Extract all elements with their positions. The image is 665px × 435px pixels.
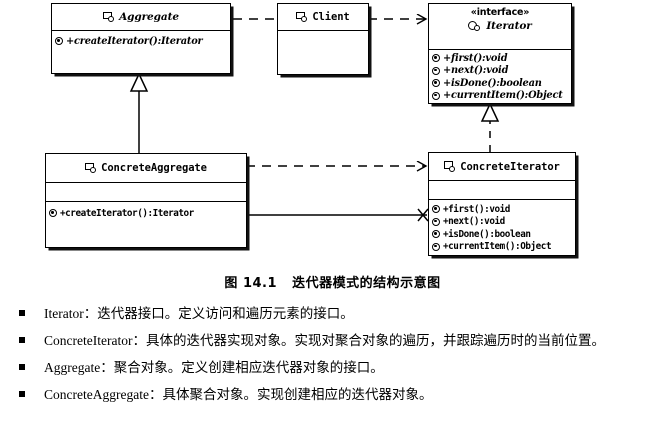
class-attributes-concrete-aggregate xyxy=(46,182,246,201)
operation-icon xyxy=(432,217,440,226)
figure-number: 图 14.1 xyxy=(224,276,278,291)
connector-concreteaggregate-to-aggregate xyxy=(129,72,149,153)
method-row: +currentItem():Object xyxy=(429,90,571,103)
class-icon xyxy=(103,11,115,23)
term-description: ：聚合对象。定义创建相应迭代器对象的接口。 xyxy=(100,360,384,375)
method-signature: +createIterator():Iterator xyxy=(66,35,203,47)
class-methods-iterator: +first():void +next():void +isDone():boo… xyxy=(429,49,571,104)
class-box-concrete-iterator[interactable]: ConcreteIterator +first():void +next():v… xyxy=(428,152,576,256)
bullet-square-icon xyxy=(0,384,44,397)
class-header-concrete-aggregate: ConcreteAggregate xyxy=(46,154,246,182)
class-box-client[interactable]: Client xyxy=(277,3,369,75)
class-header-aggregate: Aggregate xyxy=(52,4,230,30)
bullet-square-icon xyxy=(0,357,44,370)
definition-list: Iterator：迭代器接口。定义访问和遍历元素的接口。 ConcreteIte… xyxy=(0,303,665,411)
class-box-aggregate[interactable]: Aggregate +createIterator():Iterator xyxy=(51,3,231,74)
bullet-square-icon xyxy=(0,330,44,343)
connector-concreteiterator-to-concreteaggregate xyxy=(247,208,429,222)
operation-icon xyxy=(55,37,63,46)
method-row: +isDone():boolean xyxy=(429,228,575,241)
method-row: +first():void xyxy=(429,203,575,216)
list-item: ConcreteIterator：具体的迭代器实现对象。实现对聚合对象的遍历，并… xyxy=(0,330,665,351)
term-description: ：具体聚合对象。实现创建相应的迭代器对象。 xyxy=(148,387,433,402)
method-signature: +isDone():boolean xyxy=(443,228,531,240)
class-header-client: Client xyxy=(278,4,368,30)
method-signature: +createIterator():Iterator xyxy=(60,207,194,219)
method-signature: +currentItem():Object xyxy=(443,90,563,102)
term-label: ConcreteIterator xyxy=(44,333,133,348)
class-name-concrete-iterator: ConcreteIterator xyxy=(460,160,560,173)
operation-icon xyxy=(49,209,57,218)
method-signature: +next():void xyxy=(443,65,509,77)
method-row: +first():void xyxy=(429,52,571,65)
method-row: +createIterator():Iterator xyxy=(46,207,246,220)
class-methods-aggregate: +createIterator():Iterator xyxy=(52,30,230,73)
method-signature: +first():void xyxy=(443,52,508,64)
class-name-iterator: Iterator xyxy=(486,20,532,32)
operation-icon xyxy=(432,230,440,239)
method-signature: +first():void xyxy=(443,203,510,215)
operation-icon xyxy=(432,205,440,214)
interface-name-row: Iterator xyxy=(429,20,571,32)
class-name-aggregate: Aggregate xyxy=(119,11,179,23)
method-row: +next():void xyxy=(429,65,571,78)
stereotype-interface: «interface» xyxy=(470,7,530,18)
bullet-square-icon xyxy=(0,303,44,316)
class-header-concrete-iterator: ConcreteIterator xyxy=(429,153,575,180)
class-methods-concrete-iterator: +first():void +next():void +isDone():boo… xyxy=(429,199,575,255)
operation-icon xyxy=(432,242,440,251)
method-signature: +currentItem():Object xyxy=(443,241,552,253)
list-item-text: Iterator：迭代器接口。定义访问和遍历元素的接口。 xyxy=(44,303,665,324)
class-attributes-concrete-iterator xyxy=(429,180,575,199)
class-icon xyxy=(296,11,308,23)
method-signature: +next():void xyxy=(443,216,505,228)
term-description: ：具体的迭代器实现对象。实现对聚合对象的遍历，并跟踪遍历时的当前位置。 xyxy=(132,333,605,348)
term-description: ：迭代器接口。定义访问和遍历元素的接口。 xyxy=(83,306,354,321)
list-item: ConcreteAggregate：具体聚合对象。实现创建相应的迭代器对象。 xyxy=(0,384,665,405)
method-row: +currentItem():Object xyxy=(429,241,575,254)
list-item-text: ConcreteIterator：具体的迭代器实现对象。实现对聚合对象的遍历，并… xyxy=(44,330,665,351)
list-item-text: Aggregate：聚合对象。定义创建相应迭代器对象的接口。 xyxy=(44,357,665,378)
class-name-client: Client xyxy=(312,11,350,23)
method-row: +next():void xyxy=(429,216,575,229)
figure-caption-text: 迭代器模式的结构示意图 xyxy=(292,276,441,291)
operation-icon xyxy=(432,91,440,100)
method-signature: +isDone():boolean xyxy=(443,77,542,89)
connector-concreteiterator-to-iterator xyxy=(480,102,500,152)
class-icon xyxy=(444,161,456,172)
interface-icon xyxy=(468,20,482,32)
method-row: +createIterator():Iterator xyxy=(52,35,230,48)
figure-caption: 图 14.1 迭代器模式的结构示意图 xyxy=(0,272,665,291)
method-row: +isDone():boolean xyxy=(429,77,571,90)
uml-class-diagram: Aggregate +createIterator():Iterator Cli… xyxy=(45,0,576,256)
operation-icon xyxy=(432,54,440,63)
term-label: ConcreteAggregate xyxy=(44,387,149,402)
term-label: Aggregate xyxy=(44,360,101,375)
term-label: Iterator xyxy=(44,306,84,321)
class-header-iterator: «interface» Iterator xyxy=(429,4,571,49)
operation-icon xyxy=(432,79,440,88)
diagram-connectors xyxy=(129,0,500,222)
list-item-text: ConcreteAggregate：具体聚合对象。实现创建相应的迭代器对象。 xyxy=(44,384,665,405)
class-methods-concrete-aggregate: +createIterator():Iterator xyxy=(46,201,246,249)
list-item: Aggregate：聚合对象。定义创建相应迭代器对象的接口。 xyxy=(0,357,665,378)
operation-icon xyxy=(432,66,440,75)
list-item: Iterator：迭代器接口。定义访问和遍历元素的接口。 xyxy=(0,303,665,324)
class-icon xyxy=(85,162,97,174)
class-name-concrete-aggregate: ConcreteAggregate xyxy=(101,162,207,174)
class-body-client xyxy=(278,30,368,74)
class-box-concrete-aggregate[interactable]: ConcreteAggregate +createIterator():Iter… xyxy=(45,153,247,248)
class-box-iterator[interactable]: «interface» Iterator +first():void +next… xyxy=(428,3,572,104)
